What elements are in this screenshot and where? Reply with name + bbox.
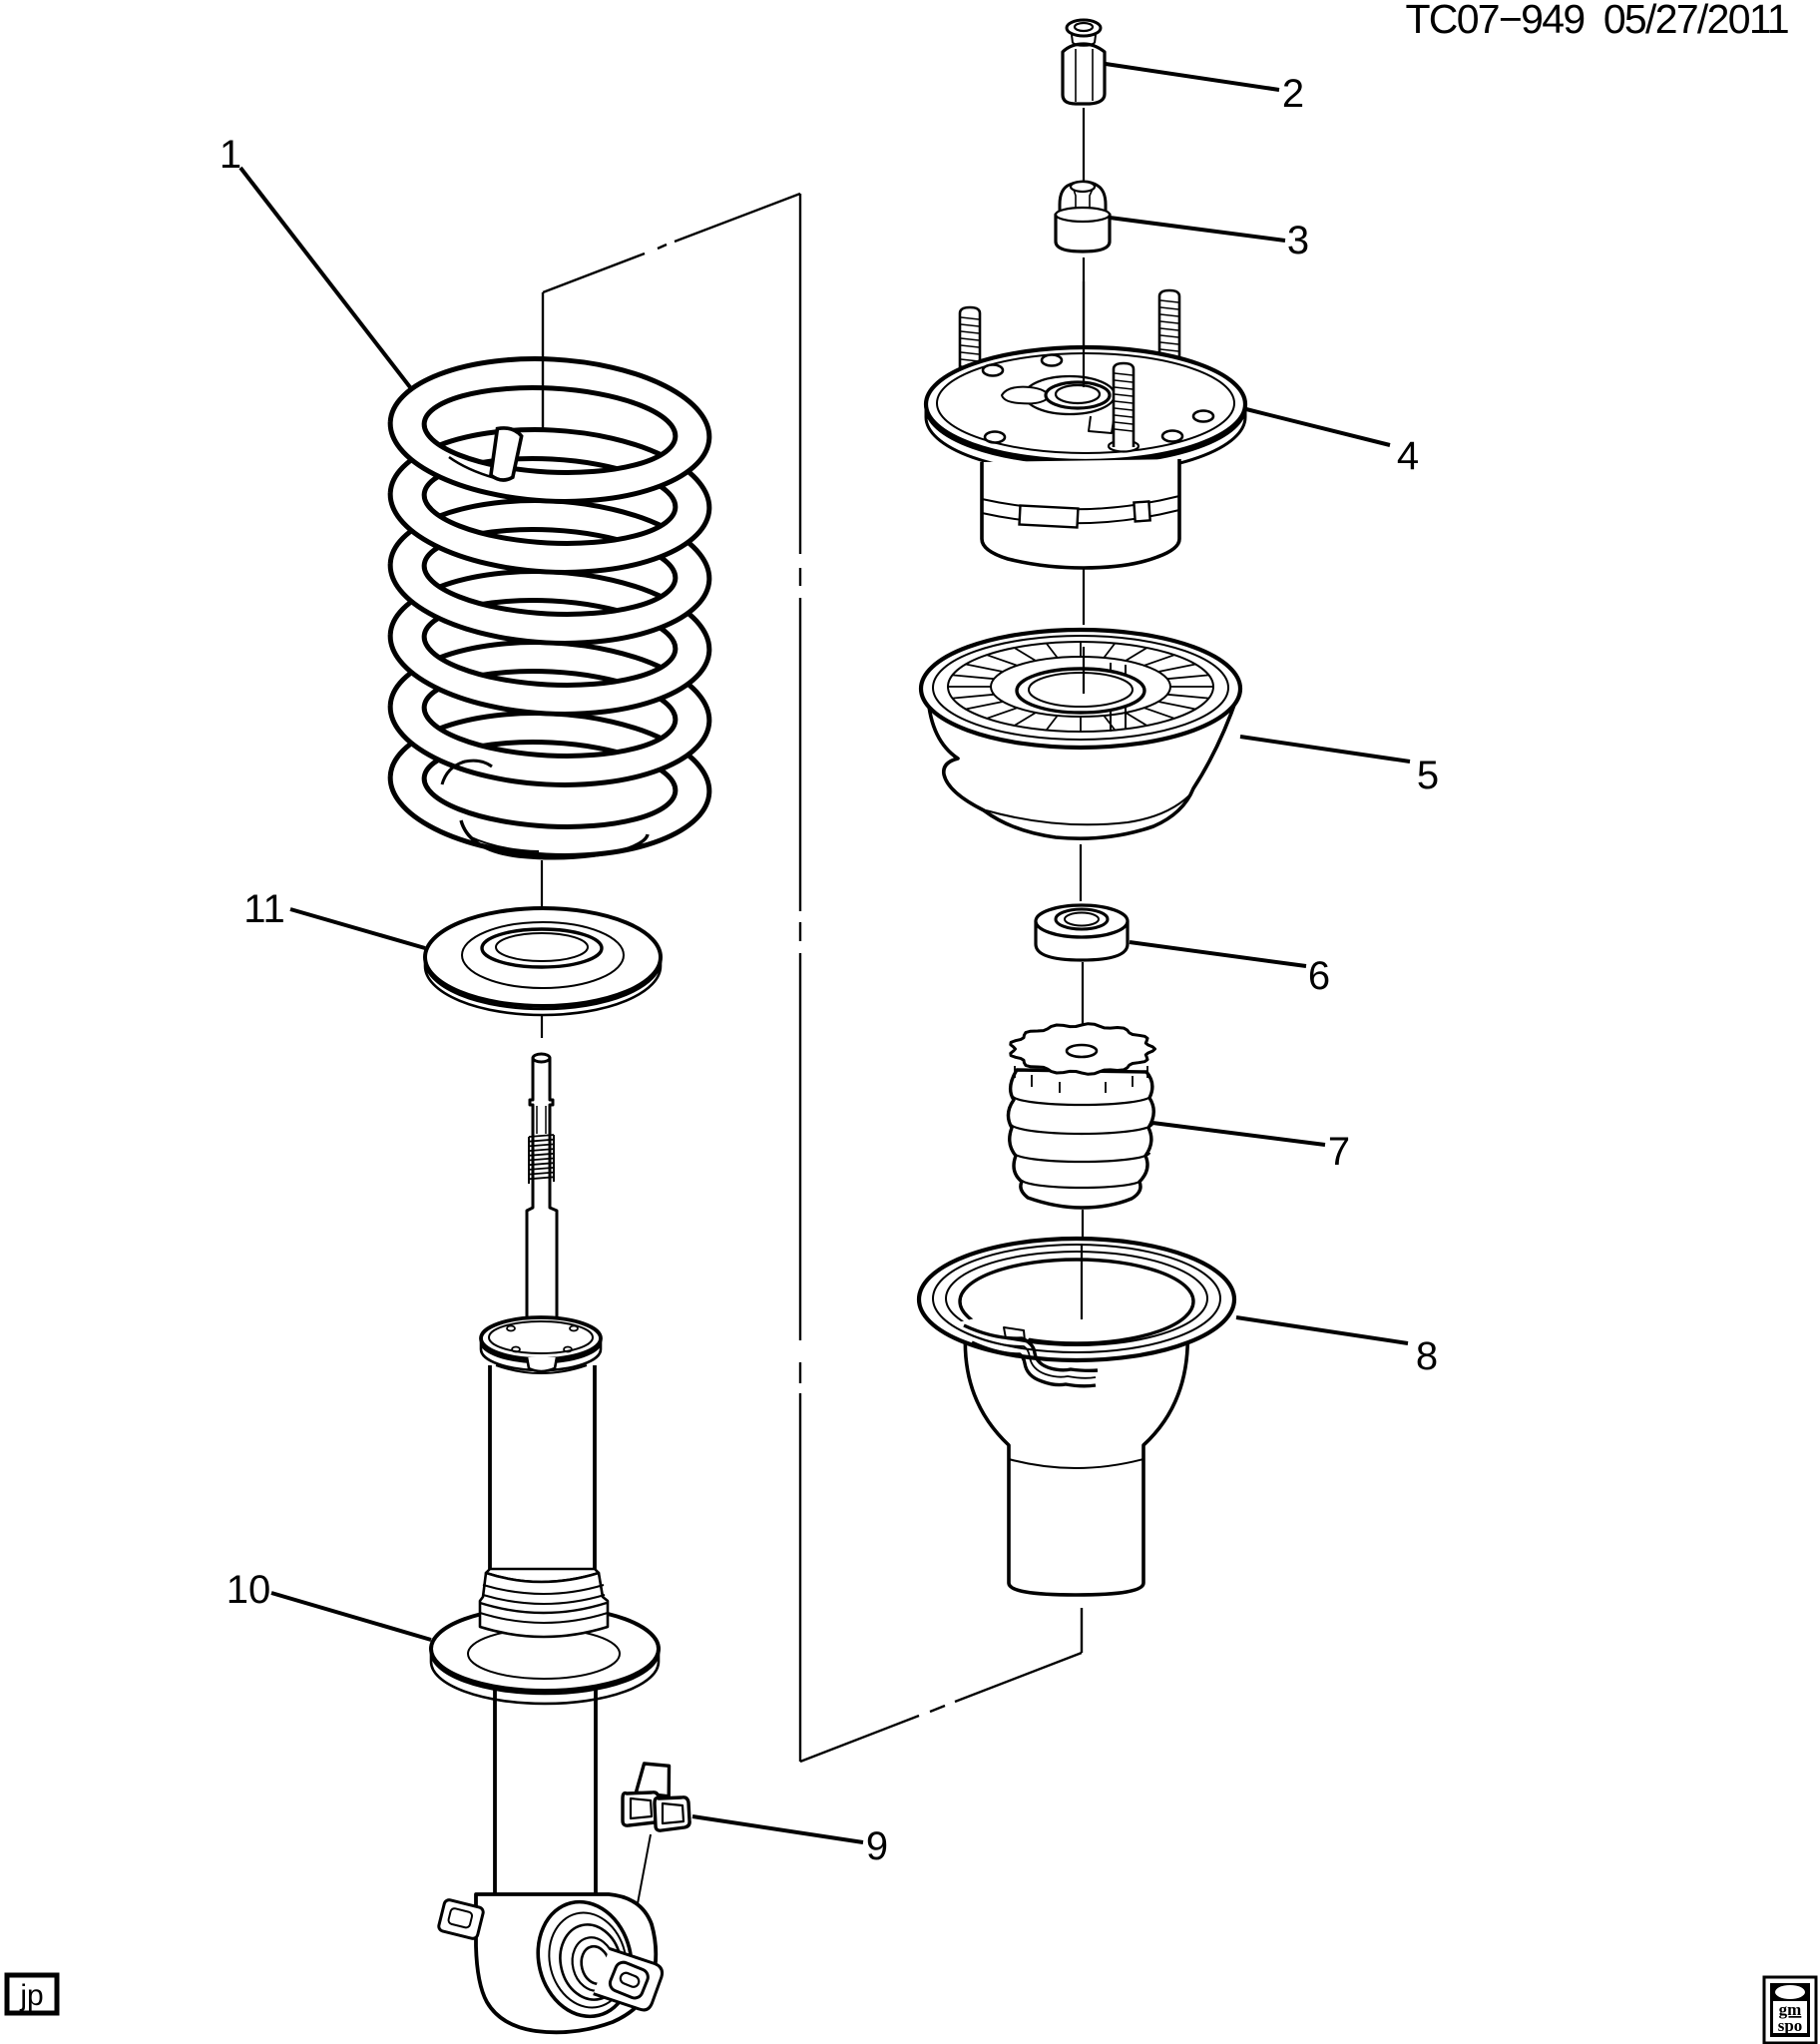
svg-text:11: 11 xyxy=(243,887,285,931)
svg-text:8: 8 xyxy=(1416,1334,1438,1378)
svg-text:TC07−949 05/27/2011: TC07−949 05/27/2011 xyxy=(1405,0,1788,42)
svg-text:spo: spo xyxy=(1778,2016,1803,2035)
svg-text:1: 1 xyxy=(220,133,241,177)
svg-text:jp: jp xyxy=(19,1979,43,2012)
svg-text:5: 5 xyxy=(1417,754,1439,797)
svg-text:9: 9 xyxy=(866,1824,888,1868)
svg-text:10: 10 xyxy=(227,1568,271,1612)
svg-text:6: 6 xyxy=(1308,954,1330,998)
svg-text:7: 7 xyxy=(1328,1130,1350,1174)
svg-text:3: 3 xyxy=(1287,219,1309,262)
svg-text:4: 4 xyxy=(1397,434,1419,478)
svg-text:gm: gm xyxy=(1779,2000,1802,2019)
svg-text:2: 2 xyxy=(1282,72,1304,116)
